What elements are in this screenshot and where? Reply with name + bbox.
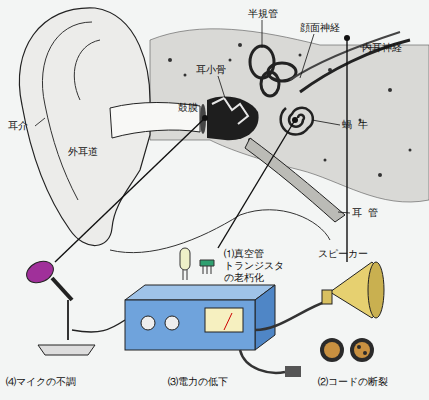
fault-label: ⑵コードの断裂 [318, 376, 388, 388]
part-label: 半規管 [248, 8, 278, 20]
eustachian-tube [245, 138, 345, 222]
facial-nerve [290, 32, 400, 80]
speaker-cord [255, 300, 330, 330]
bone-dots [168, 43, 412, 177]
part-label: 耳管 [352, 207, 384, 219]
part-label: 内耳神経 [362, 42, 402, 54]
part-label: 鼓膜 [178, 102, 198, 114]
power-cord [240, 350, 285, 373]
tube-transistor [180, 248, 214, 280]
auricle-fold [42, 22, 92, 200]
middle-ear [207, 96, 259, 140]
fault-label: ⑶電力の低下 [168, 376, 228, 388]
fault-label: ⑴真空管 トランジスタ の老朽化 [224, 248, 290, 284]
cochlea [281, 108, 313, 135]
analogy-dots [202, 35, 350, 123]
part-label: 耳介 [8, 120, 28, 132]
neck-contour [110, 210, 330, 253]
amplifier [125, 285, 275, 350]
plug [285, 366, 301, 377]
cord-cross-section [320, 338, 374, 362]
ossicles [212, 98, 248, 124]
auricle-fold [74, 40, 100, 100]
part-label: 蝸牛 [342, 119, 374, 131]
part-label: 耳小骨 [196, 64, 226, 76]
part-label: 顔面神経 [300, 22, 340, 34]
leader-lines [35, 20, 380, 213]
analogy-lines [55, 38, 347, 262]
ear-canal [110, 103, 200, 139]
fault-label: ⑷マイクの不調 [6, 376, 76, 388]
device-label: スピーカー [318, 248, 368, 260]
speaker [322, 262, 384, 318]
microphone [23, 257, 125, 355]
part-label: 外耳道 [68, 146, 98, 158]
semicircular-canals [250, 46, 296, 96]
